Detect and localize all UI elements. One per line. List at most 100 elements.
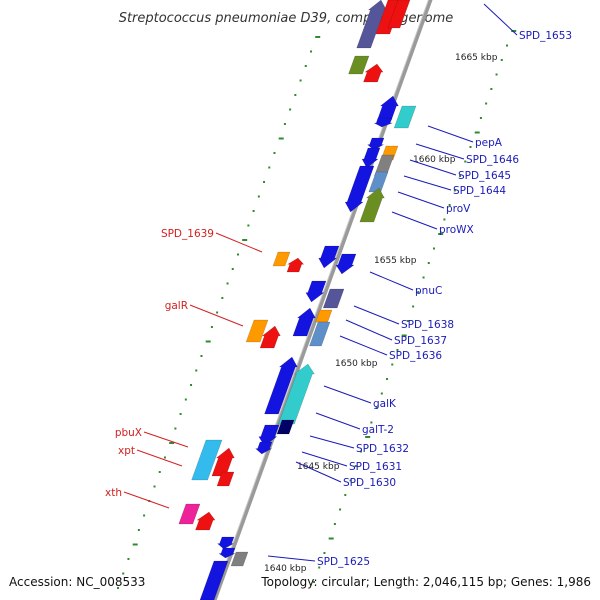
gene-label[interactable]: SPD_1645 bbox=[458, 170, 511, 182]
tick-mark bbox=[370, 421, 373, 424]
gene-label[interactable]: proWX bbox=[439, 224, 474, 236]
gene-label[interactable]: pnuC bbox=[415, 285, 442, 297]
gene-block[interactable] bbox=[178, 503, 201, 525]
gene-label[interactable]: SPD_1653 bbox=[519, 30, 572, 42]
tick-mark bbox=[469, 146, 472, 148]
tick-mark bbox=[242, 239, 248, 241]
gene-block[interactable] bbox=[374, 117, 393, 128]
gene-label[interactable]: SPD_1638 bbox=[401, 319, 454, 331]
gene-label[interactable]: xpt bbox=[118, 445, 135, 457]
tick-mark bbox=[205, 340, 211, 343]
gene-block[interactable] bbox=[344, 165, 375, 213]
leader-line bbox=[123, 491, 170, 509]
gene-block[interactable] bbox=[216, 536, 235, 550]
gene-label[interactable]: SPD_1636 bbox=[389, 350, 442, 362]
gene-block[interactable] bbox=[361, 147, 381, 169]
tick-mark bbox=[174, 427, 177, 430]
gene-label[interactable]: xth bbox=[105, 487, 122, 499]
gene-label[interactable]: galR bbox=[165, 300, 188, 312]
gene-block[interactable] bbox=[245, 319, 269, 343]
gene-block[interactable] bbox=[359, 187, 385, 223]
gene-label[interactable]: SPD_1637 bbox=[394, 335, 447, 347]
gene-label[interactable]: galT-2 bbox=[362, 424, 394, 436]
leader-line bbox=[403, 175, 452, 191]
tick-mark bbox=[417, 291, 420, 293]
gene-label[interactable]: SPD_1625 bbox=[317, 556, 370, 568]
tick-mark bbox=[511, 30, 517, 32]
gene-block[interactable] bbox=[393, 105, 417, 129]
leader-line bbox=[427, 125, 474, 143]
gene-block[interactable] bbox=[322, 288, 345, 309]
gene-label[interactable]: pepA bbox=[475, 137, 503, 149]
tick-mark bbox=[344, 494, 347, 496]
tick-mark bbox=[412, 305, 415, 308]
gene-label[interactable]: pbuX bbox=[115, 427, 142, 439]
gene-block[interactable] bbox=[218, 547, 236, 559]
gene-block[interactable] bbox=[292, 307, 316, 337]
kbp-label: 1655 kbp bbox=[374, 256, 417, 266]
tick-mark bbox=[318, 566, 321, 569]
tick-mark bbox=[132, 543, 138, 546]
tick-mark bbox=[137, 529, 140, 531]
tick-mark bbox=[443, 218, 446, 221]
gene-block[interactable] bbox=[305, 280, 327, 303]
gene-label[interactable]: proV bbox=[446, 203, 471, 215]
gene-block[interactable] bbox=[366, 137, 385, 151]
leader-lines bbox=[123, 3, 518, 562]
tick-mark bbox=[200, 355, 203, 357]
gene-block[interactable] bbox=[335, 253, 357, 275]
kbp-label: 1640 kbp bbox=[264, 564, 307, 574]
leader-line bbox=[309, 435, 355, 449]
accession-text: Accession: NC_008533 bbox=[9, 575, 145, 589]
tick-mark bbox=[226, 282, 229, 285]
gene-block[interactable] bbox=[216, 471, 235, 487]
gene-label[interactable]: SPD_1644 bbox=[453, 185, 506, 197]
tick-mark bbox=[117, 587, 120, 589]
tick-mark bbox=[278, 137, 284, 140]
leader-line bbox=[315, 412, 361, 430]
gene-block[interactable] bbox=[286, 257, 305, 273]
gene-label[interactable]: SPD_1630 bbox=[343, 477, 396, 489]
gene-block[interactable] bbox=[258, 424, 280, 447]
leader-line bbox=[295, 461, 342, 483]
gene-block[interactable] bbox=[309, 321, 331, 347]
gene-block[interactable] bbox=[211, 447, 235, 477]
gene-block[interactable] bbox=[387, 0, 411, 29]
tick-mark bbox=[236, 253, 239, 256]
gene-block[interactable] bbox=[259, 325, 281, 349]
tick-mark bbox=[309, 50, 312, 53]
tick-mark bbox=[485, 102, 488, 105]
gene-block[interactable] bbox=[254, 441, 273, 455]
kbp-label: 1645 kbp bbox=[297, 462, 340, 472]
tick-mark bbox=[257, 195, 260, 198]
kbp-label: 1660 kbp bbox=[413, 155, 456, 165]
gene-block[interactable] bbox=[318, 245, 340, 269]
tick-mark bbox=[143, 514, 146, 517]
leader-line bbox=[345, 319, 393, 341]
tick-mark bbox=[216, 311, 219, 314]
gene-label[interactable]: SPD_1631 bbox=[349, 461, 402, 473]
tick-mark bbox=[210, 326, 213, 328]
tick-mark bbox=[422, 276, 425, 279]
gene-block[interactable] bbox=[191, 439, 223, 481]
gene-block[interactable] bbox=[272, 251, 291, 267]
gene-block[interactable] bbox=[363, 63, 384, 83]
tick-marks-right bbox=[313, 30, 517, 583]
gene-block[interactable] bbox=[199, 560, 229, 600]
tick-mark bbox=[289, 108, 292, 111]
leader-line bbox=[353, 305, 400, 325]
kbp-label: 1665 kbp bbox=[455, 53, 498, 63]
gene-block[interactable] bbox=[195, 511, 216, 531]
gene-label[interactable]: SPD_1639 bbox=[161, 228, 214, 240]
gene-block[interactable] bbox=[348, 55, 370, 75]
leader-line bbox=[301, 451, 348, 467]
kbp-label: 1650 kbp bbox=[335, 359, 378, 369]
gene-block[interactable] bbox=[276, 419, 295, 435]
gene-label[interactable]: SPD_1632 bbox=[356, 443, 409, 455]
gene-label[interactable]: galK bbox=[373, 398, 397, 410]
gene-label[interactable]: SPD_1646 bbox=[466, 154, 519, 166]
gene-block[interactable] bbox=[264, 356, 298, 415]
gene-block[interactable] bbox=[230, 551, 249, 567]
